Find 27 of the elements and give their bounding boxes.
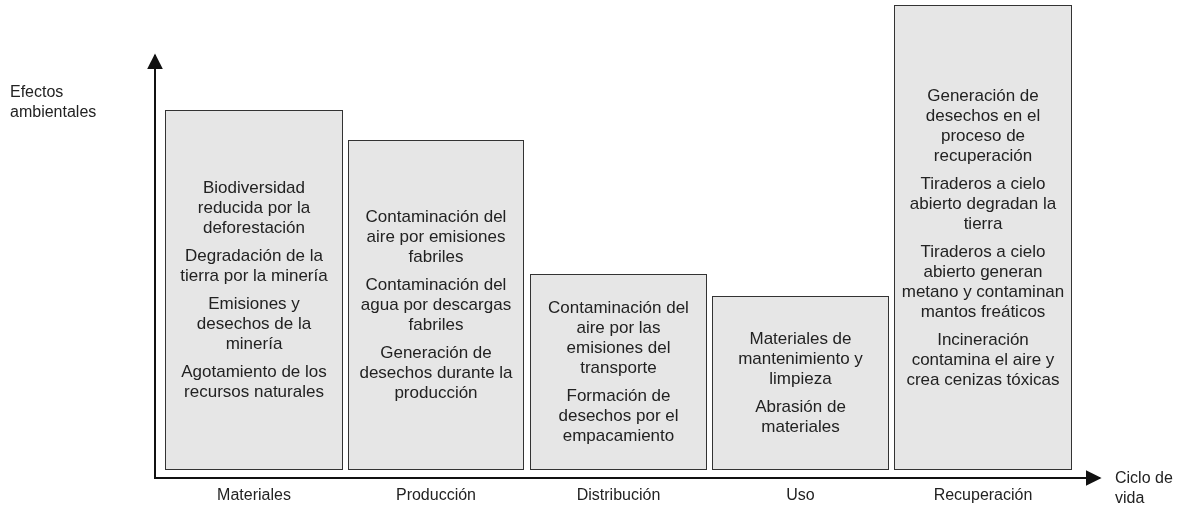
effect-text: Contaminación del aire por las emisiones del transporte bbox=[547, 298, 690, 378]
impact-bar bbox=[894, 5, 1072, 470]
effect-text: Degradación de la tierra por la minería bbox=[179, 246, 329, 286]
effect-text: Emisiones y desechos de la minería bbox=[195, 294, 313, 354]
category-label: Materiales bbox=[216, 486, 292, 504]
effect-text: Tiraderos a cielo abierto degradan la tierra bbox=[908, 173, 1058, 234]
effect-text: Generación de desechos durante la producción bbox=[358, 343, 514, 403]
effect-text: Materiales de mantenimiento y limpieza bbox=[737, 329, 864, 389]
effect-text: Generación de desechos en el proceso de recuperación bbox=[924, 85, 1042, 166]
category-label: Uso bbox=[785, 486, 816, 504]
effect-text: Contaminación del aire por emisiones fabriles bbox=[364, 207, 508, 267]
category-label: Distribución bbox=[575, 486, 662, 504]
impact-bar bbox=[348, 140, 524, 470]
axis-title: Ciclo de vida bbox=[1115, 468, 1174, 508]
category-label: Recuperación bbox=[932, 486, 1034, 504]
effect-text: Tiraderos a cielo abierto generan metano y contaminan mantos freáticos bbox=[901, 241, 1065, 322]
impact-bar bbox=[530, 274, 707, 470]
impact-bar bbox=[165, 110, 343, 470]
effect-text: Incineración contamina el aire y crea cenizas tóxicas bbox=[905, 329, 1061, 390]
effect-text: Formación de desechos por el empacamiento bbox=[557, 386, 680, 446]
effect-text: Agotamiento de los recursos naturales bbox=[180, 362, 328, 402]
axis-title: Efectos ambientales bbox=[10, 82, 98, 122]
category-label: Producción bbox=[394, 486, 477, 504]
effect-text: Abrasión de materiales bbox=[754, 397, 847, 437]
effect-text: Biodiversidad reducida por la deforestación bbox=[196, 178, 312, 238]
effect-text: Contaminación del agua por descargas fabriles bbox=[359, 275, 513, 335]
impact-bar bbox=[712, 296, 889, 470]
